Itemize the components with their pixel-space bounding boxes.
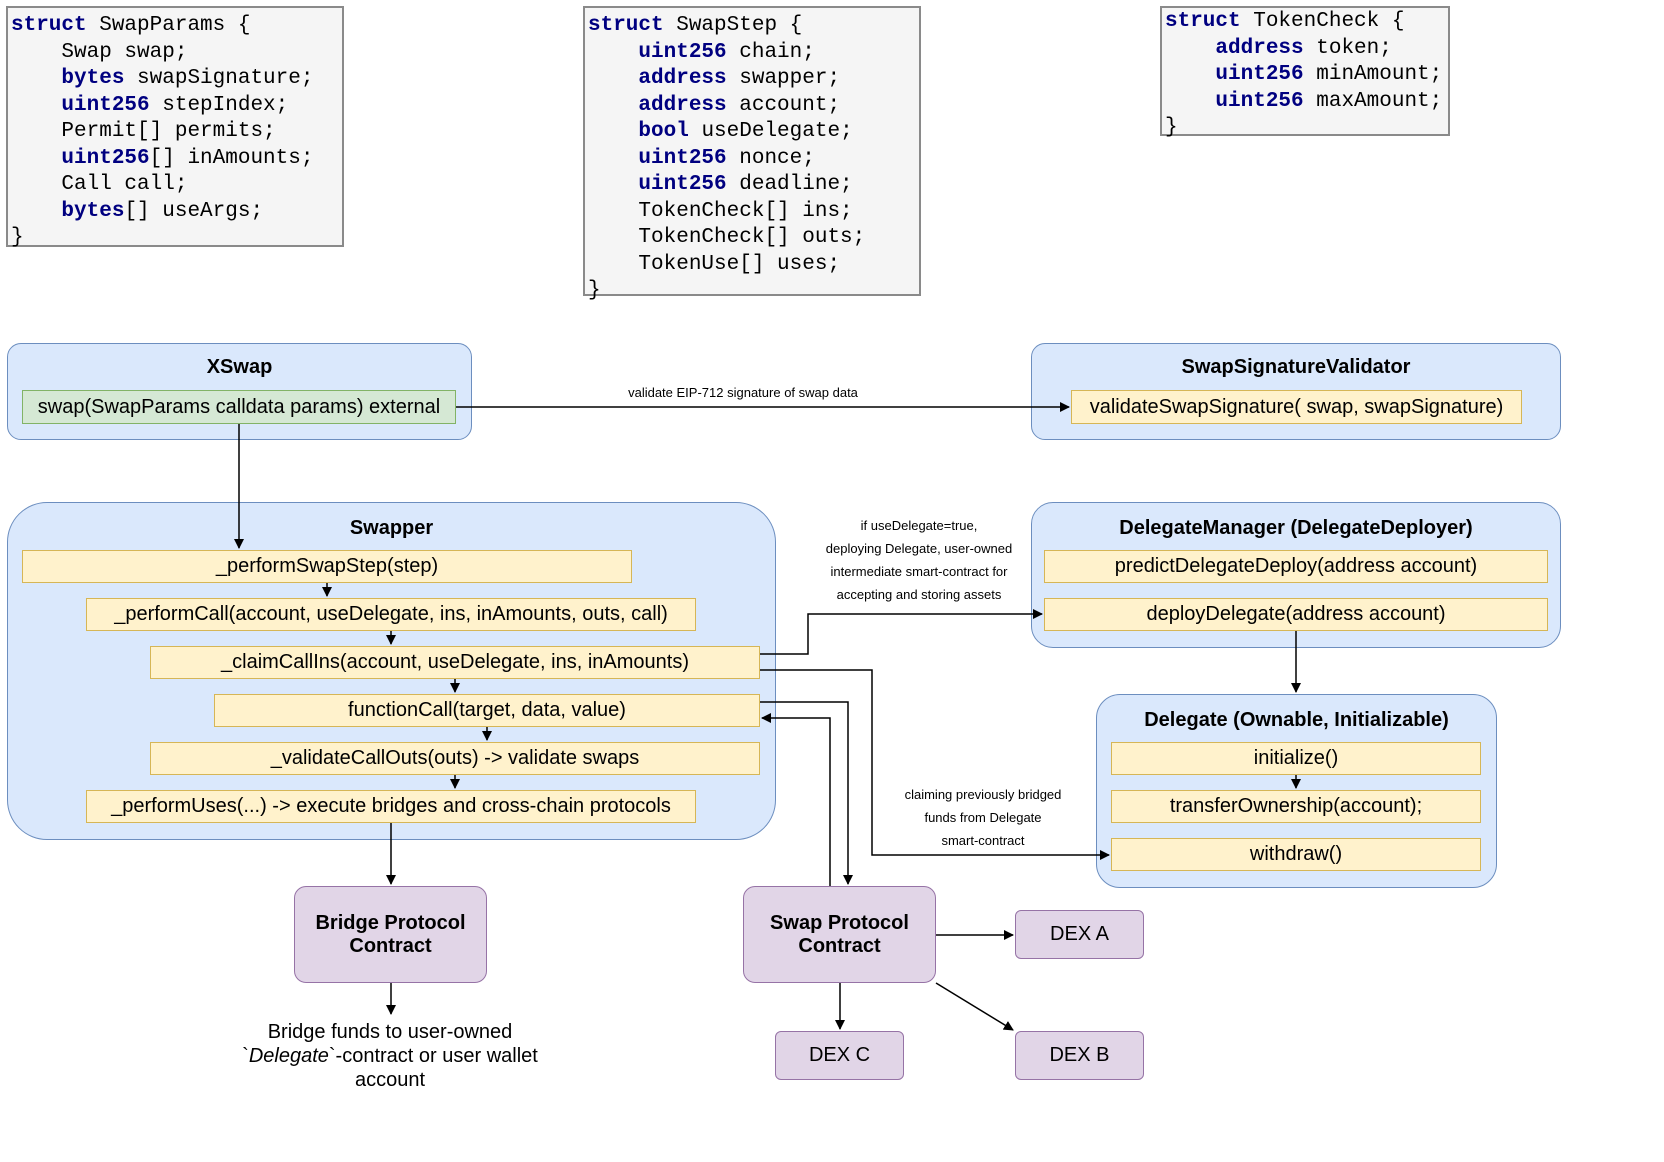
swap-protocol-label-line1: Swap Protocol: [770, 911, 909, 934]
swap-function[interactable]: swap(SwapParams calldata params) externa…: [22, 390, 456, 424]
struct-field: account;: [726, 93, 841, 117]
struct-field: minAmount;: [1303, 63, 1443, 86]
struct-field: [] inAmounts;: [149, 146, 314, 170]
bridge-protocol-label-line1: Bridge Protocol: [315, 911, 466, 934]
keyword: uint256: [61, 146, 150, 170]
struct-header: TokenCheck {: [1240, 10, 1405, 33]
struct-field: maxAmount;: [1303, 89, 1443, 113]
struct-field: Permit[] permits;: [61, 120, 276, 143]
delegate-title: Delegate (Ownable, Initializable): [1144, 709, 1449, 731]
keyword: uint256: [638, 173, 727, 196]
swap-protocol-contract[interactable]: Swap Protocol Contract: [743, 886, 936, 983]
struct-field: Swap swap;: [61, 40, 188, 64]
withdraw-function[interactable]: withdraw(): [1111, 838, 1481, 871]
edge-label-claim-line: funds from Delegate: [924, 810, 1042, 825]
struct-field: [] useArgs;: [124, 199, 264, 223]
bridge-note-line3: account: [354, 1069, 426, 1091]
struct-field: TokenUse[] uses;: [638, 252, 841, 276]
xswap-title: XSwap: [206, 356, 273, 378]
keyword: address: [1215, 36, 1304, 60]
edge-label-deploy: if useDelegate=true, deploying Delegate,…: [808, 514, 1030, 606]
arrow-claim-to-deploy: [760, 609, 1043, 655]
bridge-protocol-contract[interactable]: Bridge Protocol Contract: [294, 886, 487, 983]
validate-swap-signature-function[interactable]: validateSwapSignature( swap, swapSignatu…: [1071, 390, 1522, 424]
edge-label-deploy-line: if useDelegate=true,: [860, 518, 978, 533]
keyword: address: [638, 93, 727, 117]
initialize-function[interactable]: initialize(): [1111, 742, 1481, 775]
validate-call-outs-function[interactable]: _validateCallOuts(outs) -> validate swap…: [150, 742, 760, 775]
struct-field: stepIndex;: [149, 93, 289, 117]
keyword: uint256: [638, 40, 727, 64]
keyword: uint256: [61, 93, 150, 117]
edge-label-validate: validate EIP-712 signature of swap data: [628, 385, 858, 400]
delegate-emphasis: Delegate: [248, 1045, 329, 1067]
struct-field: chain;: [726, 40, 815, 64]
dex-b[interactable]: DEX B: [1015, 1031, 1144, 1080]
bridge-protocol-label-line2: Contract: [349, 934, 432, 957]
keyword: uint256: [1215, 63, 1304, 86]
keyword: struct: [588, 14, 664, 37]
keyword: bytes: [61, 199, 125, 223]
bridge-note: Bridge funds to user-owned `Delegate`-co…: [230, 1020, 550, 1092]
struct-field: nonce;: [726, 146, 815, 170]
struct-swap-step: struct SwapStep { uint256 chain; address…: [583, 6, 921, 302]
edge-label-claim-line: smart-contract: [941, 833, 1025, 848]
keyword: bytes: [61, 67, 125, 90]
struct-swap-params: struct SwapParams { Swap swap; bytes swa…: [6, 6, 344, 249]
struct-field: swapper;: [726, 67, 841, 90]
transfer-ownership-function[interactable]: transferOwnership(account);: [1111, 790, 1481, 823]
perform-uses-function[interactable]: _performUses(...) -> execute bridges and…: [86, 790, 696, 823]
struct-closing: }: [588, 279, 601, 302]
keyword: uint256: [1215, 89, 1304, 113]
struct-token-check: struct TokenCheck { address token; uint2…: [1160, 6, 1450, 139]
dex-a[interactable]: DEX A: [1015, 910, 1144, 959]
struct-closing: }: [1165, 116, 1178, 139]
claim-call-ins-function[interactable]: _claimCallIns(account, useDelegate, ins,…: [150, 646, 760, 679]
struct-field: TokenCheck[] ins;: [638, 199, 853, 223]
struct-field: token;: [1303, 36, 1392, 60]
edge-label-deploy-line: deploying Delegate, user-owned: [825, 541, 1013, 556]
delegate-manager-title: DelegateManager (DelegateDeployer): [1119, 517, 1473, 539]
struct-header: SwapParams {: [86, 14, 251, 37]
bridge-note-line1: Bridge funds to user-owned: [267, 1021, 513, 1043]
struct-field: useDelegate;: [688, 120, 853, 143]
struct-field: Call call;: [61, 173, 188, 196]
edge-label-deploy-line: accepting and storing assets: [836, 587, 1002, 602]
keyword: uint256: [638, 146, 727, 170]
struct-field: deadline;: [726, 173, 853, 196]
keyword: struct: [1165, 10, 1241, 33]
predict-delegate-deploy-function[interactable]: predictDelegateDeploy(address account): [1044, 550, 1548, 583]
swap-protocol-label-line2: Contract: [798, 934, 881, 957]
swap-signature-validator-title: SwapSignatureValidator: [1181, 356, 1411, 378]
struct-closing: }: [11, 226, 24, 249]
perform-swap-step-function[interactable]: _performSwapStep(step): [22, 550, 632, 583]
edge-label-claim-line: claiming previously bridged: [904, 787, 1062, 802]
struct-field: swapSignature;: [124, 67, 314, 90]
keyword: bool: [638, 120, 689, 143]
edge-label-claim: claiming previously bridged funds from D…: [873, 783, 1093, 852]
arrow-swap-protocol-to-dex-b: [935, 982, 1014, 1031]
struct-header: SwapStep {: [663, 14, 803, 37]
deploy-delegate-function[interactable]: deployDelegate(address account): [1044, 598, 1548, 631]
keyword: address: [638, 67, 727, 90]
struct-field: TokenCheck[] outs;: [638, 226, 866, 249]
dex-c[interactable]: DEX C: [775, 1031, 904, 1080]
function-call[interactable]: functionCall(target, data, value): [214, 694, 760, 727]
edge-label-deploy-line: intermediate smart-contract for: [830, 564, 1008, 579]
bridge-note-line2: `Delegate`-contract or user wallet: [242, 1045, 538, 1067]
keyword: struct: [11, 14, 87, 37]
swapper-title: Swapper: [349, 517, 434, 539]
perform-call-function[interactable]: _performCall(account, useDelegate, ins, …: [86, 598, 696, 631]
